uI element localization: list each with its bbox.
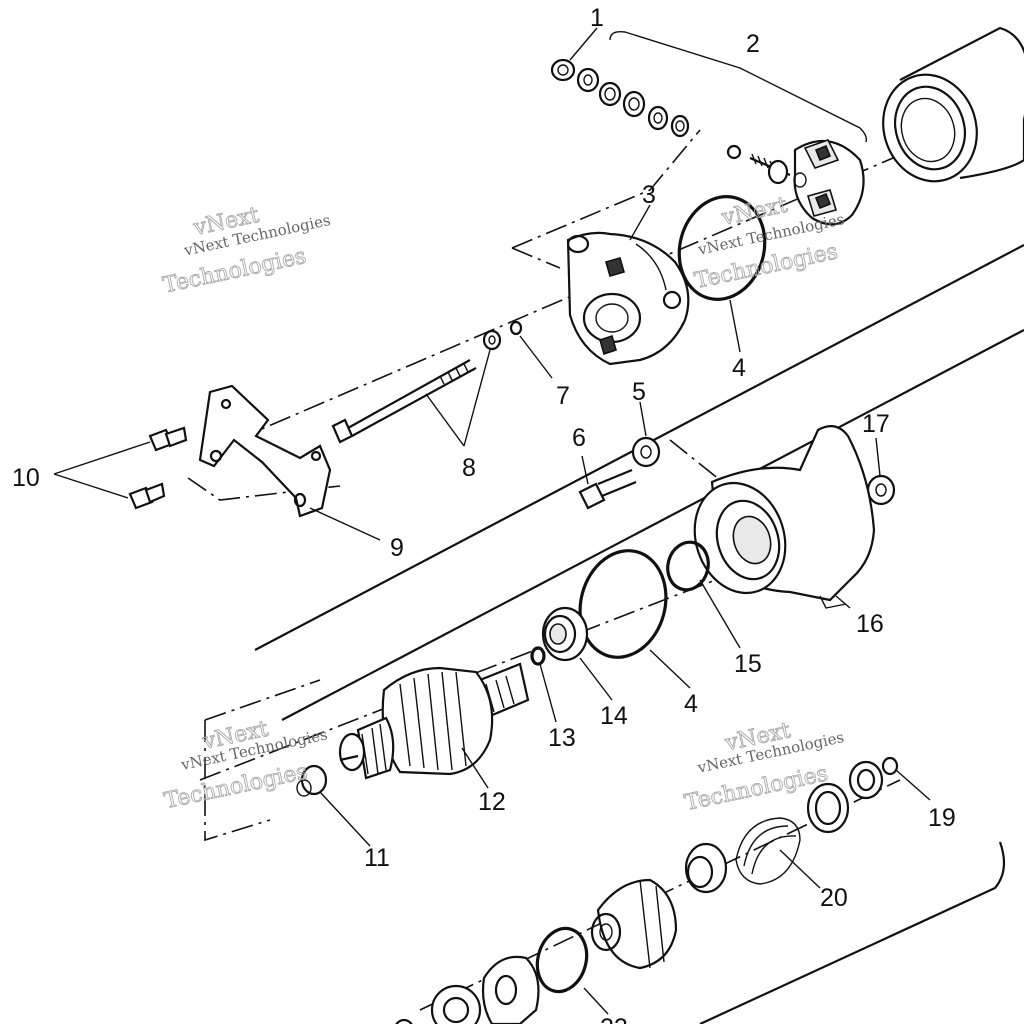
callout-4-lower: 4 (684, 690, 698, 718)
rear-cover (566, 231, 690, 366)
callout-6: 6 (572, 424, 586, 452)
callout-5: 5 (632, 378, 646, 406)
bracket-bolts (128, 426, 188, 510)
leader-lines (53, 27, 931, 1015)
callout-20: 20 (820, 884, 848, 912)
callout-9: 9 (390, 534, 404, 562)
callout-10: 10 (12, 464, 40, 492)
washer-17 (866, 474, 896, 506)
washer-stack (550, 58, 690, 138)
callout-16: 16 (856, 610, 884, 638)
o-ring-small (666, 540, 710, 592)
callout-3: 3 (642, 181, 656, 209)
callout-11: 11 (364, 844, 390, 872)
callout-15: 15 (734, 650, 762, 678)
o-ring-upper (677, 195, 767, 301)
callout-7: 7 (556, 382, 570, 410)
front-housing (693, 425, 876, 609)
callout-13: 13 (548, 724, 576, 752)
snap-ring (530, 646, 546, 666)
callout-17: 17 (862, 410, 890, 438)
callout-14: 14 (600, 702, 628, 730)
washer-and-bolt (578, 436, 661, 510)
drive-parts (395, 756, 899, 1024)
bushing (296, 764, 328, 797)
callout-22: 22 (600, 1014, 628, 1024)
bearing (541, 606, 589, 662)
callout-19: 19 (928, 804, 956, 832)
brush-holder (726, 139, 865, 226)
callout-2: 2 (746, 30, 760, 58)
mounting-bracket (198, 384, 332, 518)
callout-4-upper: 4 (732, 354, 746, 382)
callout-8: 8 (462, 454, 476, 482)
watermark-a-line2b: Technologies (161, 244, 309, 299)
callout-numbers: 1 2 3 4 5 6 7 8 9 10 11 12 13 14 4 15 16… (12, 4, 956, 1024)
armature (338, 662, 530, 780)
yoke-housing (882, 26, 1024, 183)
small-washer (509, 320, 523, 336)
phantom-brackets (187, 30, 868, 842)
callout-12: 12 (478, 788, 506, 816)
o-ring-lower (578, 549, 668, 659)
callout-1: 1 (590, 4, 604, 32)
through-bolts (331, 329, 502, 444)
